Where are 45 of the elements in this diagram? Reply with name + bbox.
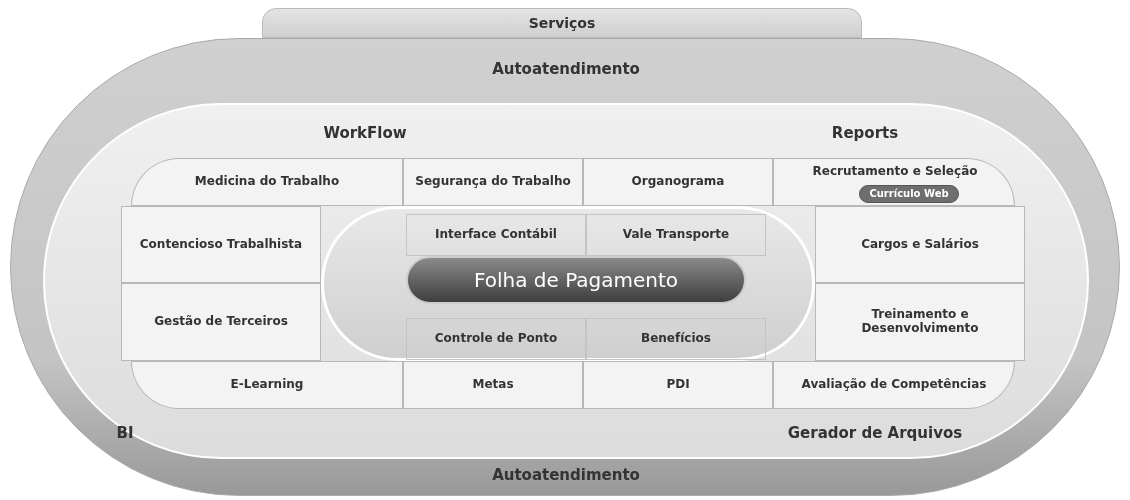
tab-panel [262, 8, 862, 38]
module-label: Metas [471, 378, 515, 392]
module-cell [406, 318, 586, 360]
ring-label: Autoatendimento [491, 467, 641, 485]
module-label: Treinamento e Desenvolvimento [860, 308, 980, 336]
module-cell [131, 158, 403, 206]
module-label: Recrutamento e Seleção [811, 165, 979, 179]
module-label: Contencioso Trabalhista [138, 237, 304, 252]
tag-badge [859, 185, 959, 203]
main-module-bar [406, 256, 746, 304]
module-label: Medicina do Trabalho [193, 175, 341, 189]
module-label: Folha de Pagamento [472, 268, 680, 292]
module-cell [815, 206, 1025, 283]
module-label: Gestão de Terceiros [153, 315, 289, 329]
ring-label: Gerador de Arquivos [786, 425, 964, 443]
module-cell [586, 318, 766, 360]
ring-label: Autoatendimento [491, 61, 641, 79]
module-label: Organograma [630, 175, 726, 189]
module-cell [121, 206, 321, 283]
module-cell [583, 361, 773, 409]
module-label: E-Learning [229, 378, 305, 392]
module-label: Cargos e Salários [860, 237, 980, 252]
module-label: Benefícios [640, 332, 712, 346]
module-cell [583, 158, 773, 206]
module-cell [586, 214, 766, 256]
module-label: Avaliação de Competências [800, 378, 988, 392]
ring-label: Reports [830, 125, 900, 143]
module-cell [131, 361, 403, 409]
module-cell [403, 158, 583, 206]
module-cell [773, 361, 1015, 409]
heading: Serviços [527, 14, 597, 32]
module-cell [406, 214, 586, 256]
module-label: Segurança do Trabalho [414, 175, 572, 189]
module-label: PDI [665, 378, 691, 392]
badge-label: Currículo Web [868, 188, 950, 200]
module-cell [121, 283, 321, 361]
center-pill [321, 206, 815, 361]
module-label: Interface Contábil [434, 228, 558, 242]
ring-label: WorkFlow [322, 125, 408, 143]
module-label: Vale Transporte [621, 228, 731, 242]
module-label: Controle de Ponto [433, 332, 559, 346]
module-cell [403, 361, 583, 409]
ring-label: BI [115, 425, 135, 443]
module-cell [815, 283, 1025, 361]
module-cell [773, 158, 1015, 206]
